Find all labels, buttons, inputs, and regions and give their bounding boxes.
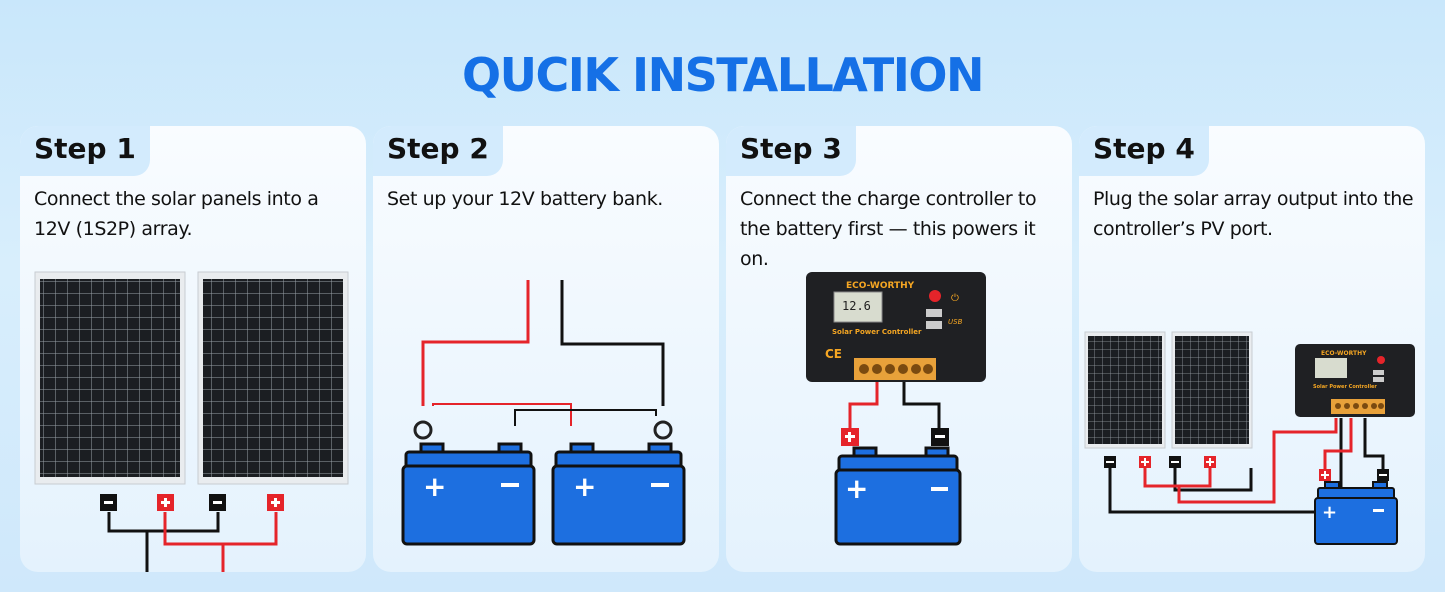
solar-panel-icon [197, 271, 349, 485]
svg-text:ECO-WORTHY: ECO-WORTHY [1321, 350, 1367, 357]
step-2-illustration: + + [401, 280, 686, 546]
positive-terminal-icon [1319, 469, 1331, 481]
positive-terminal-icon [841, 428, 859, 446]
solar-panel-icon [1171, 331, 1253, 449]
step-3-illustration: ECO-WORTHY 12.6 Solar Power Controller ⏻… [806, 272, 986, 546]
step-3-description: Connect the charge controller to the bat… [740, 188, 1037, 270]
solar-panel-icon [34, 271, 186, 485]
battery-icon: + [1314, 481, 1398, 545]
step-3-card: Step 3 Connect the charge controller to … [726, 126, 1072, 572]
step-1-illustration [34, 271, 349, 572]
battery-icon: + [551, 442, 686, 546]
svg-text:+: + [423, 470, 446, 503]
positive-terminal-icon [157, 494, 174, 511]
step-1-label: Step 1 [20, 126, 150, 176]
svg-text:+: + [573, 470, 596, 503]
page-title: QUCIK INSTALLATION [462, 48, 984, 102]
step-1-card: Step 1 Connect the solar panels into a 1… [20, 126, 366, 572]
step-4-illustration: ECO-WORTHY Solar Power Controller [1084, 331, 1415, 545]
svg-text:+: + [845, 472, 868, 505]
ce-mark: CE [825, 347, 842, 361]
solar-panel-icon [1084, 331, 1166, 449]
svg-text:⏻: ⏻ [951, 293, 959, 304]
positive-terminal-icon [1204, 456, 1216, 468]
negative-terminal-icon [1169, 456, 1181, 468]
step-1-description: Connect the solar panels into a 12V (1S2… [34, 188, 319, 240]
step-2-label: Step 2 [373, 126, 503, 176]
ring-terminal-icon [653, 420, 673, 440]
step-4-card: Step 4 Plug the solar array output into … [1079, 126, 1425, 572]
step-2-description: Set up your 12V battery bank. [387, 188, 663, 210]
step-3-label: Step 3 [726, 126, 856, 176]
charge-controller-icon: ECO-WORTHY Solar Power Controller [1295, 344, 1415, 417]
battery-icon: + [834, 446, 962, 546]
negative-terminal-icon [1104, 456, 1116, 468]
controller-name: Solar Power Controller [832, 328, 922, 336]
positive-terminal-icon [1139, 456, 1151, 468]
controller-display: 12.6 [842, 299, 871, 313]
usb-label: USB [948, 318, 963, 326]
controller-brand: ECO-WORTHY [846, 281, 915, 291]
negative-terminal-icon [100, 494, 117, 511]
step-4-description: Plug the solar array output into the con… [1093, 188, 1414, 240]
svg-text:Solar Power Controller: Solar Power Controller [1313, 384, 1377, 390]
step-2-card: Step 2 Set up your 12V battery bank. + + [373, 126, 719, 572]
step-4-label: Step 4 [1079, 126, 1209, 176]
charge-controller-icon: ECO-WORTHY 12.6 Solar Power Controller ⏻… [806, 272, 986, 382]
negative-terminal-icon [209, 494, 226, 511]
battery-icon: + [401, 442, 536, 546]
svg-text:+: + [1322, 502, 1337, 523]
ring-terminal-icon [413, 420, 433, 440]
negative-terminal-icon [1377, 469, 1389, 481]
positive-terminal-icon [267, 494, 284, 511]
negative-terminal-icon [931, 428, 949, 446]
